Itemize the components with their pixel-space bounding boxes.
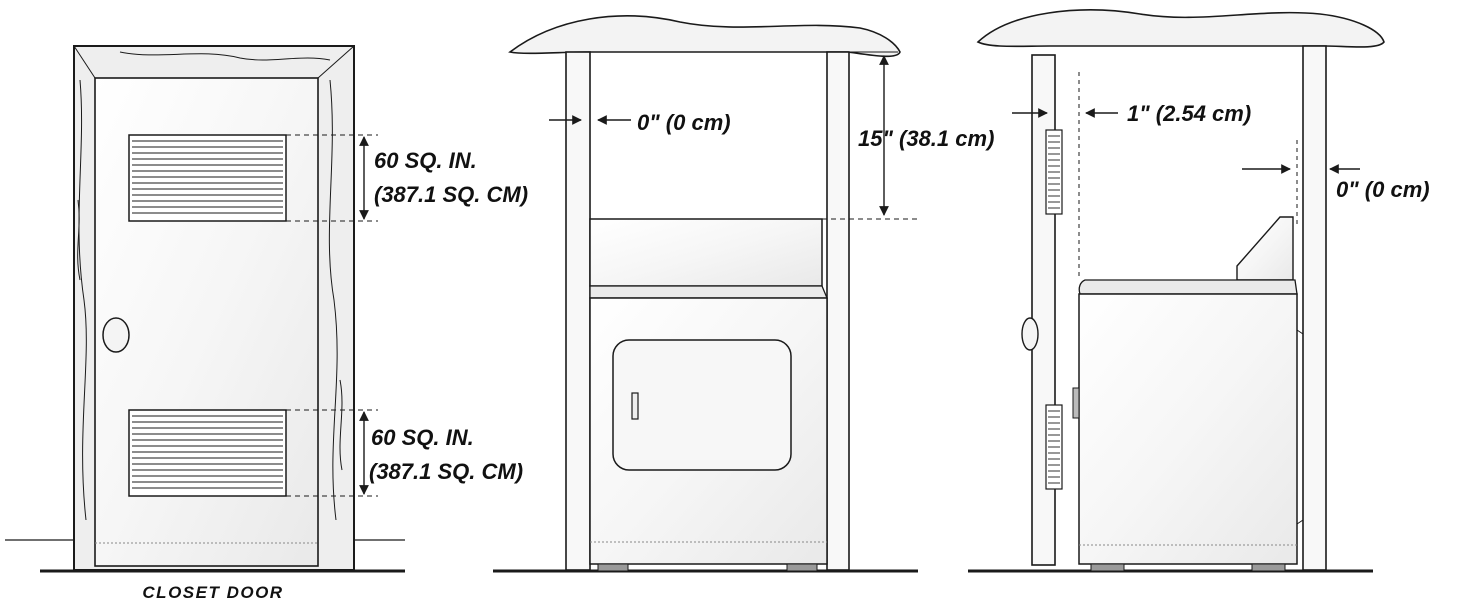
- dryer-side-foot: [1251, 563, 1286, 572]
- dryer-console: [589, 218, 823, 287]
- dryer-side-cabinet: [1078, 293, 1298, 565]
- dryer-side-console: [1236, 216, 1294, 281]
- side-door-knob: [1021, 317, 1039, 351]
- lower-vent-area-metric-label: (387.1 SQ. CM): [369, 459, 523, 484]
- lower-vent-area-label: 60 SQ. IN.: [371, 425, 474, 450]
- front-clearance-dimension: [1012, 72, 1118, 280]
- front-clearance-label: 1" (2.54 cm): [1127, 101, 1251, 126]
- left-wall: [565, 51, 591, 571]
- closet-door-view: 60 SQ. IN. (387.1 SQ. CM) 60 SQ. IN. (38…: [5, 45, 528, 602]
- right-wall: [826, 51, 850, 571]
- dryer-side-top: [1078, 279, 1298, 295]
- dryer-foot: [597, 563, 629, 572]
- top-clearance-label: 15" (38.1 cm): [858, 126, 994, 151]
- rear-clearance-label: 0" (0 cm): [1336, 177, 1430, 202]
- dryer-door-handle: [631, 392, 639, 420]
- rear-wall: [1302, 45, 1327, 571]
- upper-louver-vent: [128, 134, 287, 222]
- top-clearance-dimension: [822, 51, 918, 220]
- upper-vent-area-metric-label: (387.1 SQ. CM): [374, 182, 528, 207]
- closet-door-caption: CLOSET DOOR: [142, 583, 283, 602]
- side-view: 1" (2.54 cm) 0" (0 cm): [968, 9, 1430, 573]
- door-edge-vents: [1045, 129, 1063, 490]
- side-clearance-label: 0" (0 cm): [637, 110, 731, 135]
- front-shelf: [508, 15, 901, 58]
- lower-vent-dimension: [286, 409, 378, 497]
- side-clearance-dimension: [549, 88, 631, 218]
- dryer-side-door-bump: [1072, 387, 1080, 419]
- rear-clearance-dimension: [1242, 140, 1360, 225]
- lower-louver-vent: [128, 409, 287, 497]
- dryer-foot: [786, 563, 818, 572]
- dryer-top-lip: [589, 285, 828, 299]
- side-shelf: [976, 9, 1385, 48]
- front-view: 0" (0 cm) 15" (38.1 cm): [493, 15, 994, 573]
- dryer-door: [612, 339, 792, 471]
- upper-vent-dimension: [286, 134, 378, 222]
- frame-wood-grain: [77, 51, 343, 521]
- dryer-side-foot: [1090, 563, 1125, 572]
- door-knob: [102, 317, 130, 353]
- upper-vent-area-label: 60 SQ. IN.: [374, 148, 477, 173]
